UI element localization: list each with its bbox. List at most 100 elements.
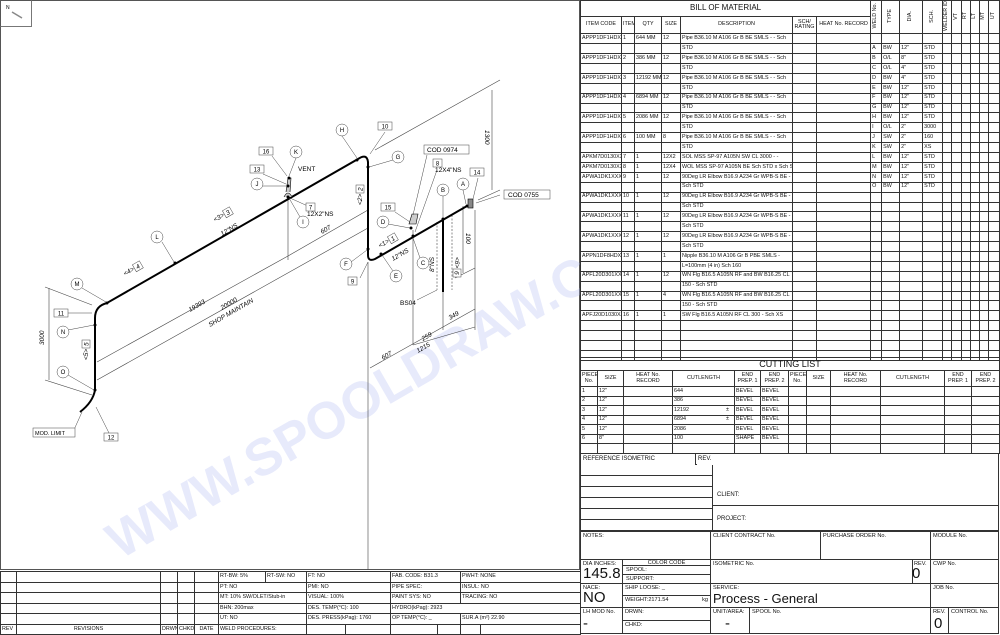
bom-header-weld: RT <box>961 0 972 35</box>
svg-text:<4>: <4> <box>123 266 136 278</box>
bom-row: L=100mm (4 in) Sch 160 <box>580 260 1000 272</box>
weld-no: D <box>870 72 883 84</box>
svg-text:7: 7 <box>309 206 313 212</box>
item-size: 1 <box>661 310 681 322</box>
item-description: Pipe B36.10 M A106 Gr B BE SMLS - - Sch <box>680 53 793 65</box>
item-code: APPP1DF1HDXXAB <box>580 72 622 84</box>
weld-procedures: WELD PROCEDURES: <box>218 623 307 635</box>
drawing-frame <box>0 0 580 570</box>
item-description: WN Flg B16.5 A105N RF and BW B16.25 CL <box>680 270 793 282</box>
cutting-header: SIZE <box>597 370 624 387</box>
svg-text:E: E <box>394 274 398 280</box>
weld-sch: STD <box>922 171 944 183</box>
item-qty: 1 <box>634 191 662 203</box>
weld-no: F <box>870 92 883 104</box>
item-size: 12X4 <box>661 161 681 173</box>
item-size: 12 <box>661 211 681 223</box>
end-prep-1: BEVEL <box>734 395 761 406</box>
paint-sys: PAINT SYS: NO <box>390 592 462 604</box>
item-no: 8 <box>621 161 635 173</box>
item-description: Pipe B36.10 M A106 Gr B BE SMLS - - Sch <box>680 132 793 144</box>
svg-text:4: 4 <box>135 263 142 271</box>
item-description: Sch STD <box>680 201 793 213</box>
item-description: Pipe B36.10 M A106 Gr B BE SMLS - - Sch <box>680 112 793 124</box>
insul: INSUL: NO <box>460 581 582 593</box>
bom-row: Sch STD <box>580 221 1000 233</box>
weld-no: J <box>870 132 883 144</box>
item-description: Sch STD <box>680 181 793 193</box>
svg-text:J: J <box>256 182 259 188</box>
client-label: CLIENT: <box>717 492 740 498</box>
svg-text:H: H <box>340 128 344 134</box>
weld-sch: STD <box>922 82 944 94</box>
item-qty: 100 MM <box>634 132 662 144</box>
item-description: L=100mm (4 in) Sch 160 <box>680 260 793 272</box>
ut: UT: NO <box>218 613 307 625</box>
bom-row: APWA1DK1XXXXAB1211290Deg LR Elbow B16.9 … <box>580 231 1000 243</box>
weld-sch: STD <box>922 181 944 193</box>
item-no: 1 <box>621 33 635 45</box>
iso-rev-field: REV.0 <box>912 559 931 584</box>
svg-text:<6>: <6> <box>453 257 460 268</box>
end-prep-2: BEVEL <box>760 386 789 397</box>
weld-no: K <box>870 142 883 154</box>
item-qty: 1 <box>634 161 662 173</box>
item-no: 16 <box>621 310 635 322</box>
svg-text:<1>: <1> <box>378 238 391 250</box>
cutting-header: END PREP. 1 <box>734 370 761 387</box>
cutting-header: SIZE <box>806 370 831 387</box>
item-description: SOL MSS SP-97 A105N SW CL 3000 - - <box>680 152 793 163</box>
svg-text:<3>: <3> <box>213 212 226 224</box>
svg-text:6: 6 <box>453 271 460 275</box>
piece-no: 2 <box>580 395 598 406</box>
svg-text:K: K <box>294 150 298 156</box>
bom-header: ITEM <box>621 15 635 35</box>
end-prep-2: BEVEL <box>760 433 789 444</box>
weld-dia: 12" <box>899 171 924 183</box>
svg-text:349: 349 <box>448 310 461 322</box>
weld-type: BW <box>881 181 901 193</box>
weld-no: G <box>870 102 883 114</box>
cutlength: 12192± <box>672 405 735 416</box>
weld-label-m: M <box>70 277 84 291</box>
item-code: APKM7D0130XXAA <box>580 152 622 163</box>
item-code: APFL20D301XXAB <box>580 270 622 282</box>
bom-row: APFJ20D1030XAC1611SW Flg B16.5 A105N RF … <box>580 310 1000 322</box>
cutlength: 100 <box>672 433 735 444</box>
weld-type: SW <box>881 132 901 144</box>
end-prep-1: BEVEL <box>734 386 761 397</box>
piece-no: 1 <box>580 386 598 397</box>
weld-sch: STD <box>922 53 944 65</box>
weld-label-g: G <box>391 150 405 164</box>
bom-row <box>580 339 1000 351</box>
weld-dia: 12" <box>899 161 924 173</box>
weld-no: H <box>870 112 883 124</box>
bom-header-weld: SCH. <box>922 0 944 35</box>
bom-header-weld: UT <box>988 0 1000 35</box>
svg-text:<2>: <2> <box>357 194 364 205</box>
rev-header: REV <box>0 623 17 635</box>
item-code: APPP1DF1HDXXAB <box>580 132 622 144</box>
cutting-row <box>580 443 1000 454</box>
weld-type: BW <box>881 92 901 104</box>
weld-label-n: N <box>56 325 70 339</box>
item-qty: 1 <box>634 231 662 243</box>
svg-text:100: 100 <box>464 233 471 244</box>
visual: VISUAL: 100% <box>305 592 392 604</box>
item-size: 12 <box>661 72 681 84</box>
weld-no: I <box>870 122 883 134</box>
svg-text:607: 607 <box>381 350 394 362</box>
cutting-header: CUTLENGTH <box>880 370 945 387</box>
weld-type: BW <box>881 152 901 163</box>
surface-area: SUR.A (m²) 22.90 <box>460 613 582 625</box>
title-block: NOTES: CLIENT CONTRACT No. PURCHASE ORDE… <box>580 531 999 634</box>
item-size: 12 <box>661 53 681 65</box>
svg-text:12X2"NS: 12X2"NS <box>307 211 334 218</box>
item-no: 13 <box>621 250 635 262</box>
item-description: 90Deg LR Elbow B16.9 A234 Gr WPB-S BE - … <box>680 211 793 223</box>
piece-no: 3 <box>580 405 598 416</box>
